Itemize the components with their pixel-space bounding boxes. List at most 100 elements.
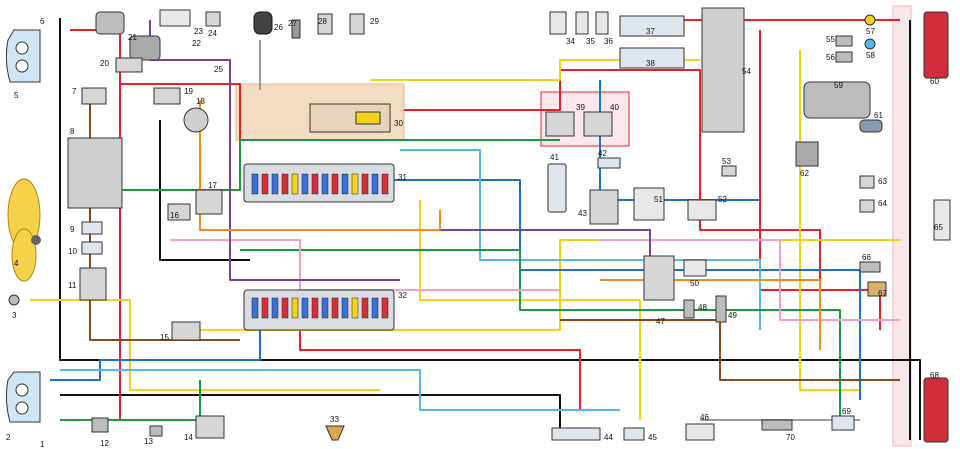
fuse — [261, 297, 269, 319]
headlight-bulb — [15, 383, 29, 397]
label-15: 15 — [160, 333, 169, 342]
label-9: 9 — [70, 225, 75, 234]
connector-63 — [859, 175, 875, 189]
wire-black-ground-mid — [159, 120, 250, 261]
lamp-65 — [933, 199, 951, 241]
connector-44 — [551, 427, 601, 441]
relay-17 — [195, 189, 223, 215]
ignition-coil-26 — [253, 11, 273, 35]
distributor-18 — [183, 107, 209, 133]
fuse — [321, 297, 329, 319]
fuse — [301, 297, 309, 319]
wire-black-ground-bottom — [60, 394, 561, 430]
sensor-66 — [859, 261, 881, 273]
wire-light-blue-1 — [60, 369, 620, 411]
label-70: 70 — [786, 433, 795, 442]
fuse — [291, 173, 299, 195]
label-35: 35 — [586, 37, 595, 46]
switch-10 — [81, 241, 103, 255]
relay-14 — [195, 415, 225, 439]
label-53: 53 — [722, 157, 731, 166]
fuse — [361, 173, 369, 195]
label-58: 58 — [866, 51, 875, 60]
generator-22 — [129, 35, 161, 61]
fan-blade — [11, 228, 37, 282]
wire-green-2 — [240, 249, 841, 420]
sensor-64 — [859, 199, 875, 213]
component-12 — [91, 417, 109, 433]
label-62: 62 — [800, 169, 809, 178]
label-22: 22 — [192, 39, 201, 48]
relay-39 — [545, 111, 575, 137]
label-3: 3 — [12, 311, 17, 320]
relay-block-8 — [67, 137, 123, 209]
fuse — [371, 297, 379, 319]
sensor-35 — [575, 11, 589, 35]
lamp-38 — [619, 47, 685, 69]
label-50: 50 — [690, 279, 699, 288]
label-14: 14 — [184, 433, 193, 442]
relay-40 — [583, 111, 613, 137]
fuse — [311, 173, 319, 195]
sensor-56 — [835, 51, 853, 63]
switch-9 — [81, 221, 103, 235]
sensor-55 — [835, 35, 853, 47]
label-34: 34 — [566, 37, 575, 46]
sensor-33 — [325, 425, 345, 441]
fuse — [351, 173, 359, 195]
headlight-left-lower — [5, 371, 41, 423]
label-33: 33 — [330, 415, 339, 424]
lamp-58 — [864, 38, 876, 50]
fan-hub — [31, 235, 41, 245]
headlight-left-upper — [5, 29, 41, 83]
label-40: 40 — [610, 103, 619, 112]
headlight-bulb — [15, 401, 29, 415]
relay-16 — [167, 203, 191, 221]
label-41: 41 — [550, 153, 559, 162]
label-46: 46 — [700, 413, 709, 422]
temperature-sensor — [8, 294, 20, 306]
fuse — [281, 297, 289, 319]
relay-20 — [115, 57, 143, 73]
label-25: 25 — [214, 65, 223, 74]
relay-7 — [81, 87, 107, 105]
label-64: 64 — [878, 199, 887, 208]
label-28: 28 — [318, 17, 327, 26]
label-23: 23 — [194, 27, 203, 36]
fuse — [251, 173, 259, 195]
label-47: 47 — [656, 317, 665, 326]
label-60: 60 — [930, 77, 939, 86]
label-17: 17 — [208, 181, 217, 190]
fuse — [331, 297, 339, 319]
fuse — [251, 297, 259, 319]
label-10: 10 — [68, 247, 77, 256]
component-13 — [149, 425, 163, 437]
label-2: 2 — [6, 433, 11, 442]
instrument-41 — [547, 163, 567, 213]
relay-47 — [643, 255, 675, 301]
taillight-60 — [923, 11, 949, 79]
connector-30-pins — [355, 111, 381, 125]
label-20: 20 — [100, 59, 109, 68]
label-4: 4 — [14, 259, 19, 268]
label-6: 6 — [40, 17, 45, 26]
component-labels: 1 2 3 4 5 6 7 8 9 10 11 12 13 14 15 16 1… — [6, 17, 943, 449]
label-29: 29 — [370, 17, 379, 26]
label-56: 56 — [826, 53, 835, 62]
component-46 — [685, 423, 715, 441]
label-65: 65 — [934, 223, 943, 232]
sensor-61 — [859, 119, 883, 133]
label-54: 54 — [742, 67, 751, 76]
fuse — [271, 297, 279, 319]
fuse — [341, 173, 349, 195]
relay-block-11 — [79, 267, 107, 301]
label-36: 36 — [604, 37, 613, 46]
background-zones — [235, 5, 912, 447]
wire-pink-1 — [170, 239, 560, 291]
label-59: 59 — [834, 81, 843, 90]
label-43: 43 — [578, 209, 587, 218]
label-45: 45 — [648, 433, 657, 442]
label-26: 26 — [274, 23, 283, 32]
sensor-36 — [595, 11, 609, 35]
controller-54 — [701, 7, 745, 133]
